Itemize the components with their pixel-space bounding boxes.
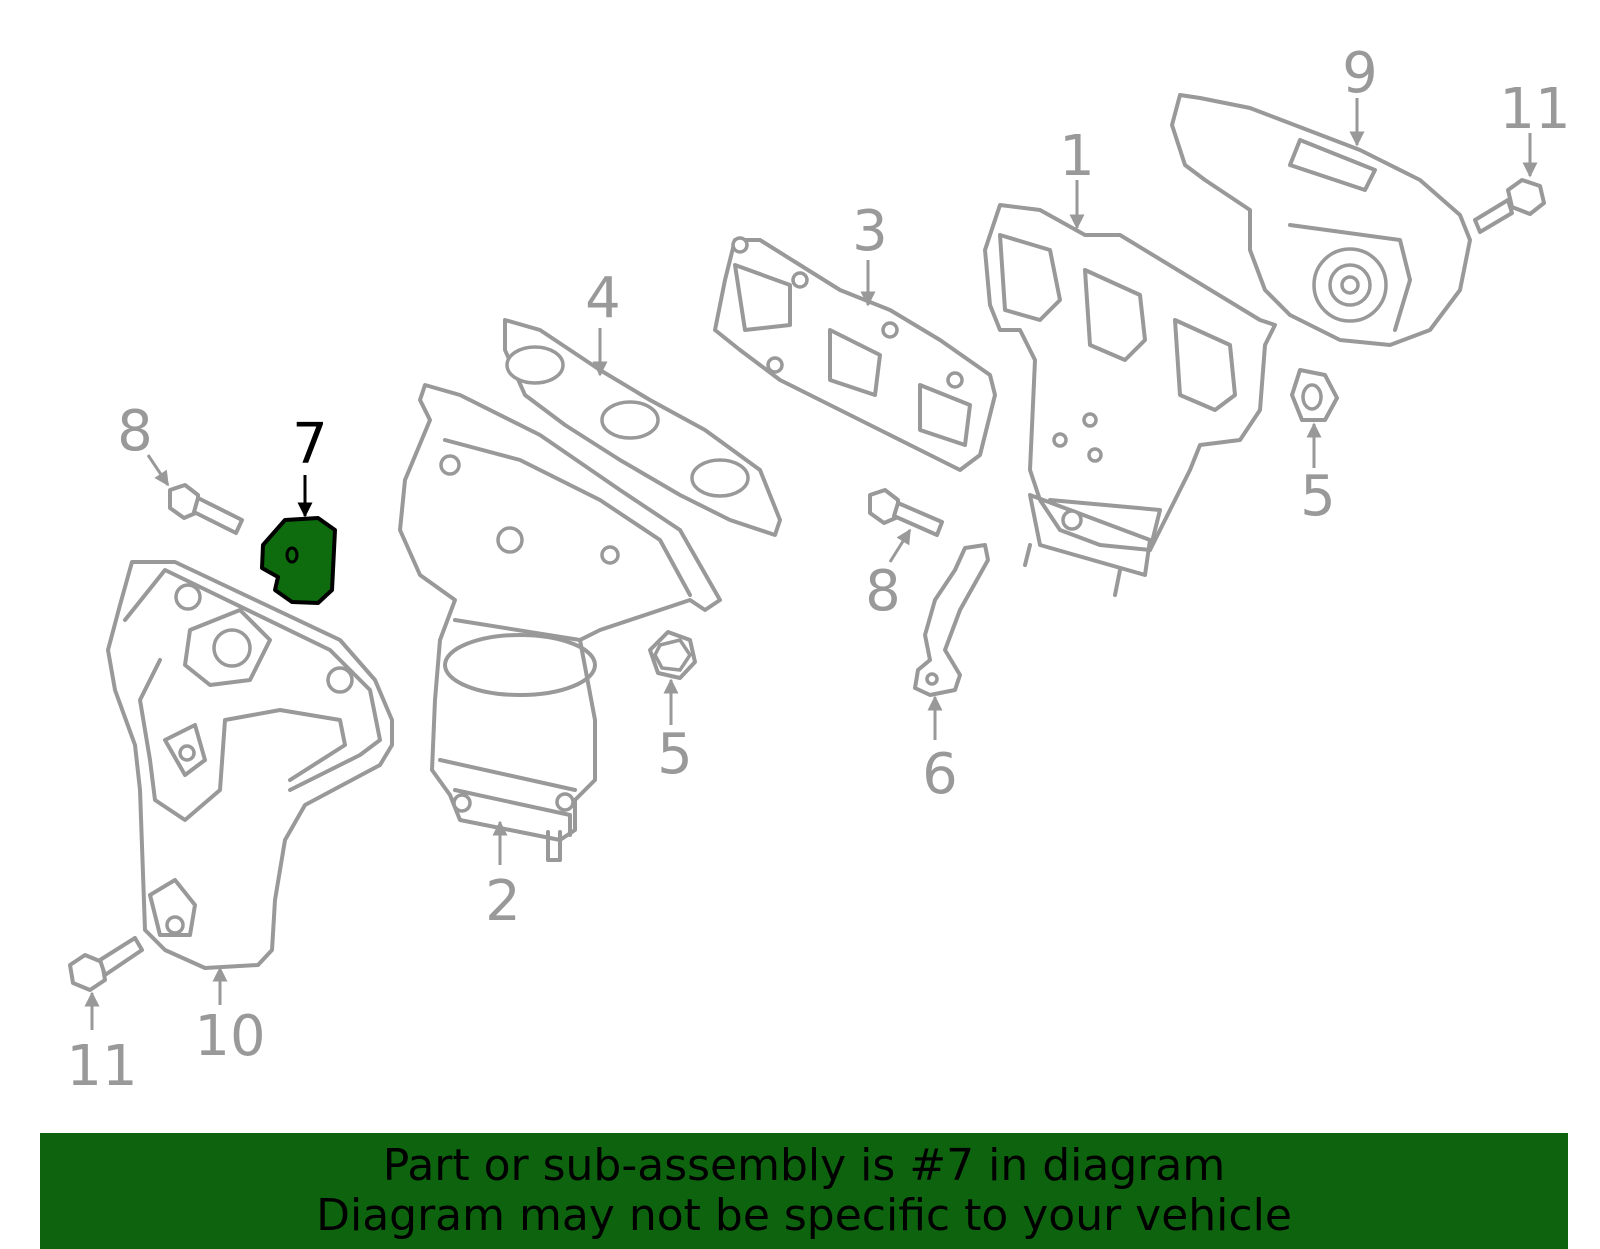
svg-text:8: 8 [865, 559, 901, 624]
callout-3: 3 [852, 199, 888, 307]
part-3-gasket [713, 236, 997, 472]
callout-2: 2 [485, 820, 521, 934]
svg-text:4: 4 [585, 266, 621, 331]
part-11-bolt-left [68, 936, 144, 992]
callout-6: 6 [922, 695, 958, 807]
svg-text:9: 9 [1342, 41, 1378, 106]
callout-9: 9 [1342, 41, 1378, 147]
svg-text:8: 8 [117, 399, 153, 464]
banner-line-1: Part or sub-assembly is #7 in diagram [382, 1140, 1226, 1191]
callout-4: 4 [585, 266, 621, 377]
svg-text:7: 7 [292, 412, 328, 477]
part-5-nut-right [1290, 368, 1339, 422]
svg-text:11: 11 [66, 1034, 137, 1099]
banner-line-2: Diagram may not be specific to your vehi… [316, 1190, 1292, 1241]
svg-text:5: 5 [1300, 464, 1336, 529]
part-8-bolt-center [868, 488, 944, 537]
part-5-nut-center [648, 630, 697, 680]
callout-11-left: 11 [66, 991, 138, 1099]
part-7-highlighted-spacer[interactable] [260, 516, 337, 605]
part-9-upper-heat-shield [1170, 93, 1472, 347]
svg-text:5: 5 [657, 722, 693, 787]
part-11-bolt-right [1473, 178, 1546, 234]
svg-text:2: 2 [485, 869, 521, 934]
svg-text:3: 3 [852, 199, 888, 264]
svg-text:1: 1 [1059, 124, 1095, 189]
callout-7: 7 [292, 412, 328, 518]
callout-8-left: 8 [117, 399, 170, 487]
svg-text:11: 11 [1499, 77, 1570, 142]
svg-text:6: 6 [922, 742, 958, 807]
info-banner: Part or sub-assembly is #7 in diagram Di… [40, 1133, 1568, 1249]
callout-1: 1 [1059, 124, 1095, 230]
callout-11-right: 11 [1499, 77, 1571, 178]
callout-5-right: 5 [1300, 422, 1336, 529]
part-4-gasket [503, 318, 782, 537]
callout-10: 10 [194, 966, 266, 1069]
part-8-bolt-left [168, 483, 244, 535]
part-1-exhaust-manifold [983, 203, 1277, 597]
part-6-bracket [913, 543, 990, 697]
part-2-exhaust-manifold [398, 383, 722, 862]
callout-8-center: 8 [865, 528, 912, 624]
callout-5-center: 5 [657, 678, 693, 787]
svg-text:10: 10 [194, 1004, 265, 1069]
part-10-lower-heat-shield [106, 560, 394, 970]
